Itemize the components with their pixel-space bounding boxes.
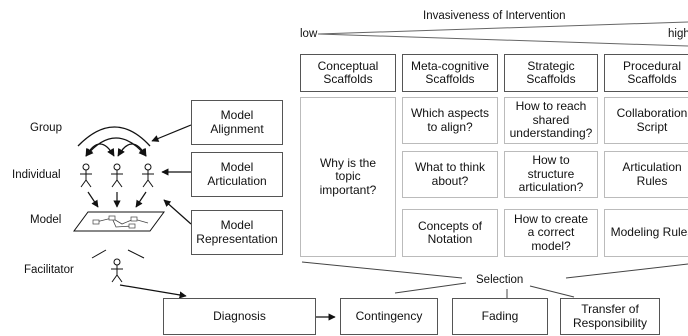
individual-label: Individual — [12, 169, 61, 181]
invasiveness-wedge — [317, 21, 688, 47]
individual-figure — [111, 163, 123, 188]
model-representation-box: Model Representation — [191, 210, 283, 255]
grid-cell: Which aspects to align? — [402, 97, 498, 144]
grid-cell: Modeling Rules — [604, 209, 688, 257]
fading-box: Fading — [452, 298, 548, 335]
facilitator-figure — [111, 258, 123, 283]
header-strategic-scaffolds: Strategic Scaffolds — [504, 54, 598, 92]
individual-figure — [142, 163, 154, 188]
high-label: high — [668, 28, 688, 40]
model-articulation-box: Model Articulation — [191, 152, 283, 197]
model-label: Model — [30, 214, 62, 226]
grid-cell: How to structure articulation? — [504, 151, 598, 198]
model-sheet — [73, 211, 165, 232]
group-label: Group — [30, 122, 62, 134]
selection-label: Selection — [476, 274, 524, 286]
individual-to-model-arrows — [87, 191, 147, 208]
transfer-of-responsibility-box: Transfer of Responsibility — [560, 298, 660, 335]
individual-figure — [80, 163, 92, 188]
grid-cell: How to reach shared understanding? — [504, 97, 598, 144]
invasiveness-title: Invasiveness of Intervention — [423, 10, 566, 22]
grid-cell: Concepts of Notation — [402, 209, 498, 257]
facilitator-link-lines — [91, 249, 145, 259]
grid-cell: Collaboration Script — [604, 97, 688, 144]
facilitator-label: Facilitator — [24, 264, 74, 276]
header-metacognitive-scaffolds: Meta-cognitive Scaffolds — [402, 54, 498, 92]
activity-arrows — [119, 124, 336, 321]
group-arcs — [77, 126, 151, 157]
grid-cell: What to think about? — [402, 151, 498, 198]
conceptual-cell: Why is the topic important? — [300, 97, 396, 257]
model-alignment-box: Model Alignment — [191, 100, 283, 145]
low-label: low — [300, 28, 318, 40]
contingency-box: Contingency — [340, 298, 438, 335]
header-conceptual-scaffolds: Conceptual Scaffolds — [300, 54, 396, 92]
grid-cell: How to create a correct model? — [504, 209, 598, 257]
header-procedural-scaffolds: Procedural Scaffolds — [604, 54, 688, 92]
diagnosis-box: Diagnosis — [163, 298, 316, 335]
grid-cell: Articulation Rules — [604, 151, 688, 198]
selection-funnel — [301, 261, 688, 298]
